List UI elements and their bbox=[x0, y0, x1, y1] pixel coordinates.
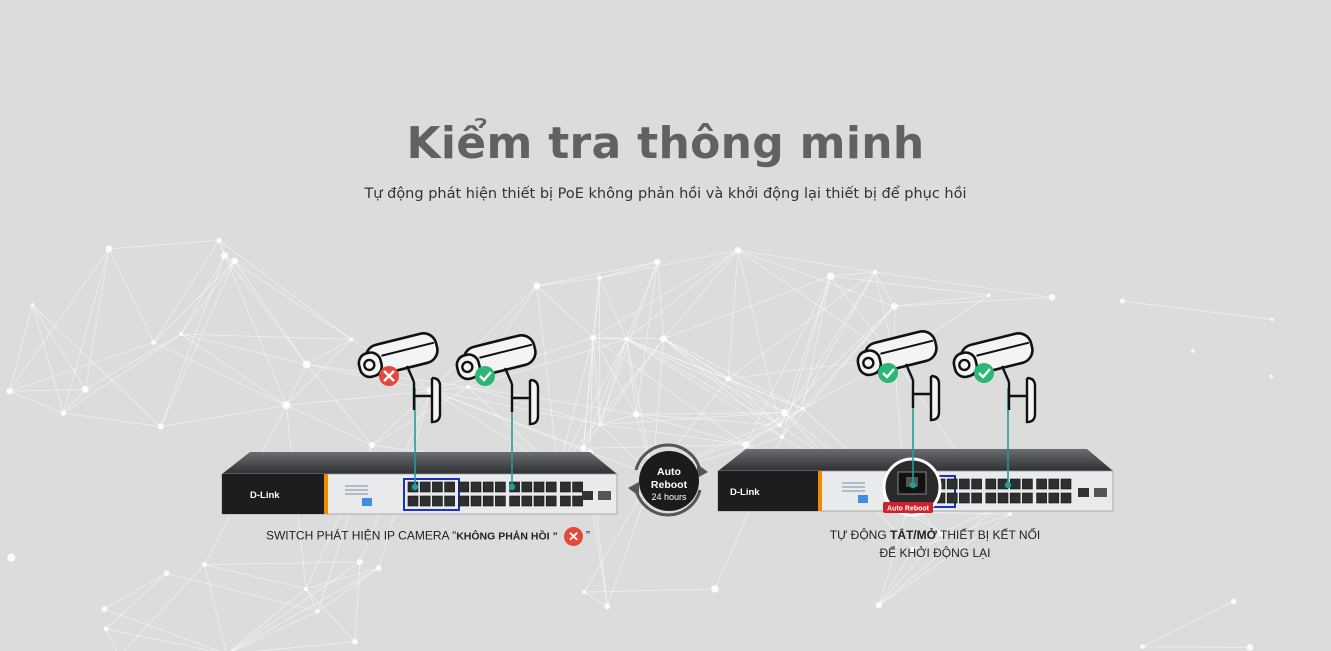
left-caption: SWITCH PHÁT HIỆN IP CAMERA “KHÔNG PHẢN H… bbox=[248, 527, 608, 546]
auto-reboot-badge: Auto Reboot 24 hours bbox=[628, 443, 708, 517]
ethernet-port bbox=[1009, 478, 1021, 490]
left-switch-brand: D-Link bbox=[250, 490, 280, 501]
port-auto-reboot-label: Auto Reboot bbox=[887, 506, 930, 513]
ethernet-port bbox=[997, 492, 1009, 504]
ethernet-port bbox=[1009, 492, 1021, 504]
ethernet-port bbox=[521, 495, 533, 507]
ethernet-port bbox=[545, 495, 557, 507]
ethernet-port bbox=[560, 481, 571, 493]
ethernet-port bbox=[1048, 478, 1060, 490]
ethernet-port bbox=[572, 495, 583, 507]
left-camera-2-ok-icon bbox=[475, 366, 495, 386]
right-camera-2-ok-icon bbox=[974, 363, 994, 383]
ethernet-port bbox=[1022, 478, 1033, 490]
ethernet-port bbox=[482, 495, 494, 507]
ethernet-port bbox=[470, 495, 482, 507]
ethernet-port bbox=[495, 481, 506, 493]
right-caption-line-1: TỰ ĐỘNG TẮT/MỞ THIẾT BỊ KẾT NỐI bbox=[829, 528, 1041, 542]
ethernet-port bbox=[495, 495, 506, 507]
ethernet-port bbox=[1036, 478, 1047, 490]
ethernet-port bbox=[458, 481, 470, 493]
ethernet-port bbox=[444, 481, 455, 493]
ethernet-port bbox=[1036, 492, 1047, 504]
ethernet-port bbox=[432, 495, 443, 507]
ethernet-port bbox=[533, 495, 545, 507]
ethernet-port bbox=[971, 492, 982, 504]
left-camera-1 bbox=[357, 332, 442, 424]
ethernet-port bbox=[509, 495, 520, 507]
left-caption-suffix: ” bbox=[586, 528, 591, 543]
page-title: Kiểm tra thông minh bbox=[406, 118, 925, 169]
ethernet-port bbox=[959, 478, 970, 490]
badge-line-2: Reboot bbox=[651, 479, 688, 491]
ethernet-port bbox=[458, 495, 470, 507]
right-camera-2 bbox=[952, 332, 1037, 424]
ethernet-port bbox=[560, 495, 571, 507]
ethernet-port bbox=[971, 478, 982, 490]
ethernet-port bbox=[432, 481, 443, 493]
ethernet-port bbox=[419, 481, 431, 493]
ethernet-port bbox=[946, 492, 958, 504]
page-subtitle: Tự động phát hiện thiết bị PoE không phả… bbox=[364, 186, 967, 202]
badge-line-3: 24 hours bbox=[651, 492, 687, 502]
ethernet-port bbox=[521, 481, 533, 493]
ethernet-port bbox=[1060, 492, 1072, 504]
left-uplink-ports bbox=[582, 491, 611, 500]
right-caption: TỰ ĐỘNG TẮT/MỞ THIẾT BỊ KẾT NỐI ĐỂ KHỞI … bbox=[800, 526, 1070, 562]
right-switch-brand: D-Link bbox=[730, 487, 760, 498]
left-switch: D-Link bbox=[221, 452, 618, 515]
badge-line-1: Auto bbox=[657, 466, 681, 478]
ethernet-port bbox=[572, 481, 583, 493]
ethernet-port bbox=[959, 492, 970, 504]
right-camera-1 bbox=[856, 330, 941, 422]
ethernet-port bbox=[1022, 492, 1033, 504]
ethernet-port bbox=[1048, 492, 1060, 504]
ethernet-port bbox=[482, 481, 494, 493]
left-camera-1-error-icon bbox=[379, 366, 399, 386]
ethernet-port bbox=[444, 495, 455, 507]
ethernet-port bbox=[545, 481, 557, 493]
ethernet-port bbox=[533, 481, 545, 493]
right-caption-line-2: ĐỂ KHỞI ĐỘNG LẠI bbox=[879, 546, 991, 560]
right-uplink-ports bbox=[1078, 488, 1107, 497]
right-port-grid bbox=[934, 478, 1072, 504]
left-caption-prefix: SWITCH PHÁT HIỆN IP CAMERA “ bbox=[265, 528, 457, 543]
ethernet-port bbox=[985, 492, 997, 504]
ethernet-port bbox=[1060, 478, 1072, 490]
ethernet-port bbox=[470, 481, 482, 493]
left-camera-2 bbox=[455, 334, 540, 426]
ethernet-port bbox=[985, 478, 997, 490]
ethernet-port bbox=[946, 478, 958, 490]
ethernet-port bbox=[419, 495, 431, 507]
right-switch: D-Link Auto Reboot bbox=[717, 449, 1114, 517]
ethernet-port bbox=[407, 495, 419, 507]
right-status-leds bbox=[842, 482, 868, 503]
close-circle-icon: ✕ bbox=[564, 527, 584, 546]
right-camera-1-ok-icon bbox=[878, 363, 898, 383]
left-caption-bold: KHÔNG PHẢN HỒI ” bbox=[456, 530, 558, 543]
left-status-leds bbox=[345, 485, 372, 506]
